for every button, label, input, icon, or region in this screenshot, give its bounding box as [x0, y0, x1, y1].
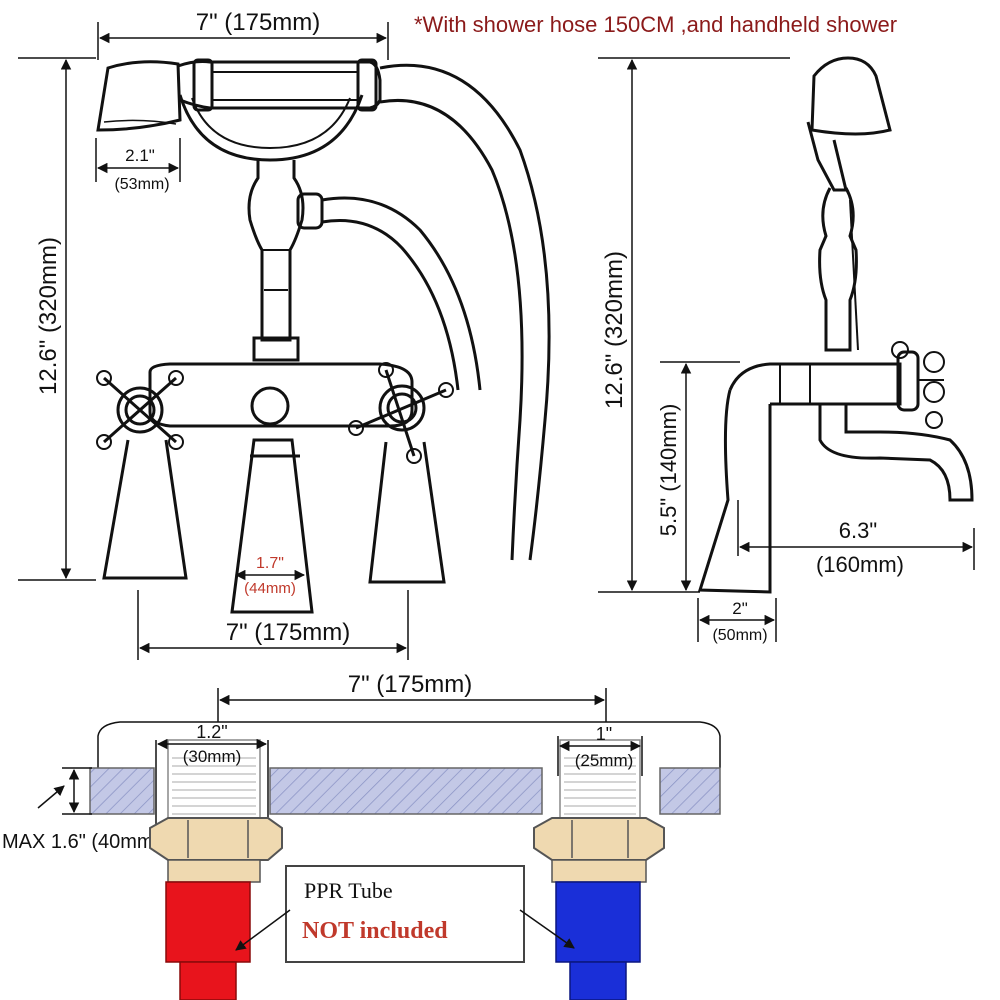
shower-hose	[379, 63, 551, 561]
handset-width-label: 2.1"	[125, 146, 155, 165]
right-hole-label: 1"	[596, 724, 612, 744]
base-width-label: 7" (175mm)	[226, 619, 351, 646]
left-cross-handle-icon	[96, 370, 184, 450]
left-hole-mm-label: (30mm)	[183, 747, 242, 766]
handset-head-icon	[96, 60, 182, 132]
tube-callout-box	[285, 865, 525, 963]
deck-segment	[89, 767, 155, 815]
left-leg	[102, 439, 188, 580]
cold-water-tube-end	[569, 961, 627, 1000]
reach-label: 6.3"	[839, 518, 877, 543]
hot-water-tube	[165, 881, 251, 963]
left-fitting-nut	[149, 817, 283, 861]
handset-collar-right	[356, 58, 378, 112]
spout-height-label: 5.5" (140mm)	[656, 404, 681, 537]
height-label: 12.6" (320mm)	[35, 237, 62, 395]
faucet-outline	[97, 721, 721, 768]
side-handle-icon	[891, 341, 945, 429]
side-handset-head-icon	[810, 56, 892, 136]
side-body	[728, 362, 902, 406]
hose-inner-2	[321, 218, 460, 391]
right-cross-handle-icon	[348, 362, 454, 464]
cradle	[178, 94, 364, 162]
installation-view: 7" (175mm) 1.2" (30mm) 1"	[2, 671, 721, 1000]
side-spout	[818, 404, 974, 502]
left-shank-threads	[172, 757, 256, 815]
handset-detail	[103, 119, 177, 125]
spout	[230, 438, 314, 614]
hose-inner	[321, 196, 482, 391]
shower-hose-note: *With shower hose 150CM ,and handheld sh…	[414, 12, 897, 37]
right-hole-mm-label: (25mm)	[575, 751, 634, 770]
side-leg	[697, 389, 772, 594]
right-fitting-body	[551, 859, 647, 883]
side-view: 12.6" (320mm) 5.5" (140mm) 6.3"	[598, 56, 975, 644]
side-base-mm-label: (50mm)	[712, 627, 767, 644]
deck-segment	[269, 767, 543, 815]
hot-water-tube-end	[179, 961, 237, 1000]
faucet-body	[148, 362, 414, 428]
spout-width-mm-label: (44mm)	[244, 580, 296, 597]
side-hose	[849, 199, 859, 351]
right-leg	[368, 441, 446, 584]
top-width-label: 7" (175mm)	[196, 9, 321, 36]
cold-water-tube	[555, 881, 641, 963]
right-fitting-nut	[533, 817, 665, 861]
right-threaded-shank	[559, 739, 641, 821]
body-center-cap	[250, 386, 290, 426]
callout-arrow-left	[235, 909, 291, 951]
handset-collar-left	[192, 58, 214, 112]
not-included-label: NOT included	[302, 918, 448, 944]
hose-outlet-nut	[296, 192, 324, 230]
column-base	[252, 336, 300, 362]
spout-width-label: 1.7"	[256, 555, 284, 572]
cradle-inner	[191, 97, 351, 150]
left-hole-label: 1.2"	[196, 722, 227, 742]
shower-hose-2	[379, 98, 524, 561]
right-shank-threads	[564, 757, 636, 815]
left-fitting-body	[167, 859, 261, 883]
center-distance-label: 7" (175mm)	[348, 671, 473, 698]
front-view: 7" (175mm) 2.1" (53mm)	[18, 9, 551, 660]
thickness-pointer	[37, 785, 65, 809]
tube-label: PPR Tube	[304, 878, 393, 903]
deck-segment	[659, 767, 721, 815]
left-threaded-shank	[167, 739, 261, 821]
side-base-label: 2"	[732, 599, 748, 618]
handset-width-mm-label: (53mm)	[114, 176, 169, 193]
callout-arrow-right	[519, 909, 575, 949]
max-thickness-label: MAX 1.6" (40mm)	[2, 831, 160, 853]
column	[247, 160, 305, 342]
side-height-label: 12.6" (320mm)	[601, 251, 628, 409]
side-handset-neck	[806, 121, 848, 192]
reach-mm-label: (160mm)	[816, 552, 904, 577]
handset-body	[177, 60, 382, 110]
